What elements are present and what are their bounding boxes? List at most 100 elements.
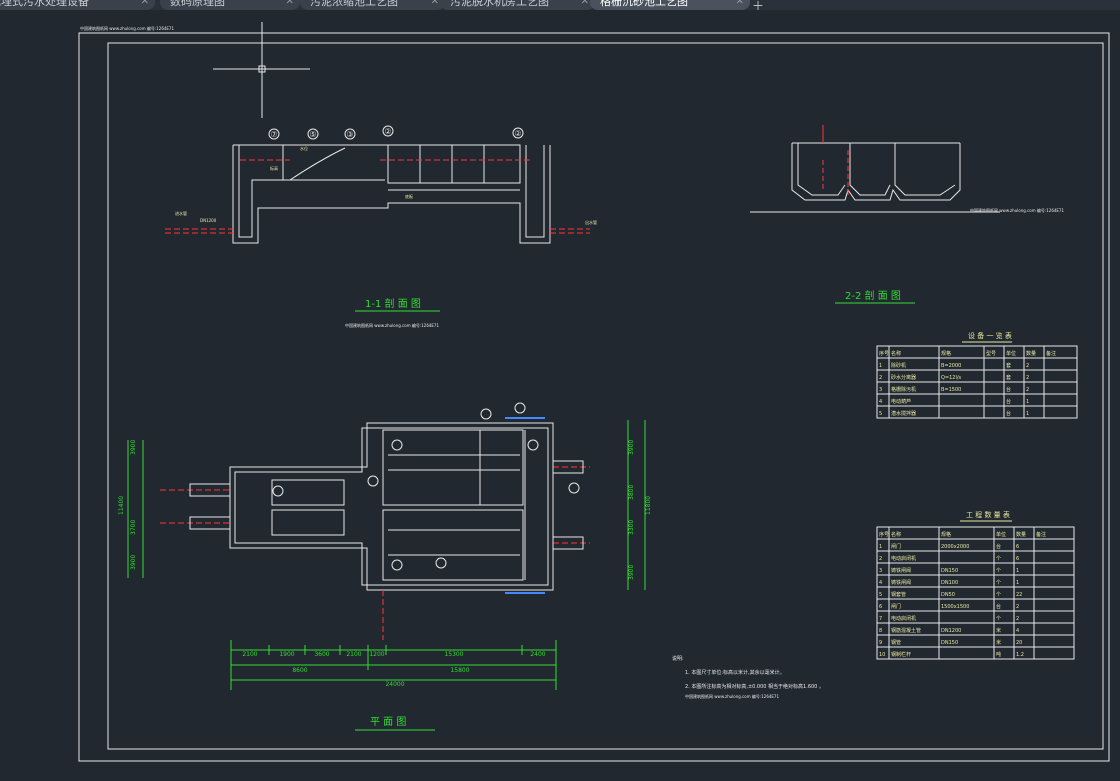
- table-cell: 2: [1026, 375, 1029, 381]
- dimension-label: 3900: [628, 440, 635, 455]
- tab-bar: 地埋式污水处理设备 ✕ 数码原理图 ✕ 污泥浓缩池工艺图 ✕ 污泥脱水机房工艺图…: [0, 0, 1120, 10]
- dimension-label: 3700: [130, 520, 137, 535]
- tab-grit-chamber[interactable]: 格栅沉砂池工艺图 ✕: [590, 0, 750, 10]
- callout-label: ⑦: [270, 130, 277, 139]
- table-cell: 钢套管: [891, 591, 906, 598]
- table-cell: DN150: [941, 568, 958, 574]
- table-cell: 22: [1016, 592, 1022, 598]
- table-cell: 米: [996, 627, 1001, 634]
- table-cell: 台: [996, 543, 1001, 550]
- new-tab-button[interactable]: ＋: [752, 0, 765, 10]
- dimension-label: 3600: [314, 651, 329, 658]
- table-cell: 3: [879, 387, 882, 393]
- dimension-label: 15300: [444, 651, 463, 658]
- watermark: 中国建筑图纸网 www.zhulong.com 编号:1264E71: [345, 322, 439, 328]
- dimension-label: 15800: [450, 667, 469, 674]
- tab-close-icon[interactable]: ✕: [430, 0, 439, 7]
- tab-close-icon[interactable]: ✕: [285, 0, 294, 7]
- plan-left-dimension-chain: [127, 440, 144, 578]
- table-cell: 铸铁闸阀: [891, 567, 911, 574]
- table-cell: 台: [1006, 386, 1011, 393]
- dimension-label: 2100: [346, 651, 361, 658]
- table-cell: 个: [996, 556, 1001, 562]
- dimension-label: 3900: [628, 565, 635, 580]
- table-header-cell: 名称: [891, 531, 901, 538]
- dimension-label: 24000: [385, 681, 404, 688]
- tab-sludge-thickener[interactable]: 污泥浓缩池工艺图 ✕: [300, 0, 445, 10]
- table-cell: 砂水分离器: [891, 374, 916, 381]
- dimension-label: 3900: [130, 440, 137, 455]
- table-cell: 1: [879, 544, 882, 550]
- table-cell: 电动启闭机: [891, 615, 916, 622]
- section-2-2: [750, 142, 1000, 213]
- table-cell: 套: [1006, 362, 1011, 369]
- table-cell: 个: [996, 580, 1001, 586]
- dimension-label: 11400: [118, 496, 125, 515]
- table-cell: 个: [996, 616, 1001, 622]
- plan-right-dimension-chain: [627, 420, 646, 590]
- equip-table-title: 设 备 一 览 表: [968, 331, 1012, 340]
- svg-text:DN1200: DN1200: [200, 218, 217, 223]
- table-cell: 除砂机: [891, 362, 906, 369]
- table-cell: 2: [879, 556, 882, 562]
- table-cell: 格栅除污机: [891, 386, 916, 393]
- table-cell: 闸门: [891, 603, 901, 610]
- table-header-cell: 型号: [986, 350, 996, 357]
- tab-sludge-dewatering[interactable]: 污泥脱水机房工艺图 ✕: [440, 0, 595, 10]
- svg-text:底板: 底板: [405, 193, 413, 199]
- plan-title: 平 面 图: [370, 716, 406, 728]
- table-cell: 8: [879, 628, 882, 634]
- tab-label: 格栅沉砂池工艺图: [600, 0, 688, 8]
- watermark: 中国建筑图纸网 www.zhulong.com 编号:1264E71: [970, 207, 1064, 213]
- drawing-canvas[interactable]: 中国建筑图纸网 www.zhulong.com 编号:1264E71 进水管DN…: [0, 10, 1120, 781]
- tab-close-icon[interactable]: ✕: [140, 0, 149, 7]
- plan-blue-pipe: [505, 417, 545, 594]
- table-cell: Q=12l/s: [941, 375, 962, 381]
- dimension-label: 3900: [130, 555, 137, 570]
- table-frame: [876, 526, 1075, 660]
- table-cell: 5: [879, 411, 882, 417]
- header-note: 中国建筑图纸网 www.zhulong.com 编号:1264E71: [80, 25, 174, 31]
- note-line: 2. 本图所注标高为相对标高,±0.000 相当于绝对标高1.600 。: [685, 683, 824, 690]
- table-cell: 钢制栏杆: [891, 651, 911, 658]
- plan-bottom-dimension-chain: [230, 640, 557, 690]
- table-cell: 6: [1016, 556, 1019, 562]
- section-1-1-pipes: [165, 159, 590, 234]
- section-1-1-callouts: [268, 125, 524, 140]
- dimension-label: 2400: [530, 651, 545, 658]
- dimension-label: 2100: [242, 651, 257, 658]
- tab-label: 地埋式污水处理设备: [0, 0, 89, 8]
- table-header-cell: 序号: [879, 350, 889, 357]
- table-cell: 钢管: [891, 639, 901, 646]
- table-header-cell: 规格: [941, 531, 951, 538]
- table-cell: 1: [1026, 399, 1029, 405]
- table-cell: 个: [996, 592, 1001, 598]
- dimension-label: 8600: [292, 667, 307, 674]
- table-cell: 4: [1016, 628, 1019, 634]
- table-cell: 7: [879, 616, 882, 622]
- table-cell: 20: [1016, 640, 1022, 646]
- table-cell: 2: [1016, 604, 1019, 610]
- tab-schematic[interactable]: 数码原理图 ✕: [160, 0, 300, 10]
- section-2-2-pipes: [822, 125, 849, 195]
- callout-label: ②: [384, 127, 391, 136]
- table-cell: 2: [1016, 616, 1019, 622]
- table-cell: DN1200: [941, 628, 961, 634]
- table-cell: 1: [1026, 411, 1029, 417]
- table-cell: 1: [1016, 580, 1019, 586]
- tab-close-icon[interactable]: ✕: [580, 0, 589, 7]
- plan-pipe-casing: [189, 460, 584, 550]
- table-cell: DN100: [941, 580, 958, 586]
- plan-view: [229, 422, 554, 591]
- dimension-label: 3300: [628, 520, 635, 535]
- dimension-label: 3800: [628, 485, 635, 500]
- tab-close-icon[interactable]: ✕: [735, 0, 744, 7]
- table-header-cell: 序号: [879, 531, 889, 538]
- table-cell: 个: [996, 568, 1001, 574]
- table-cell: 铸铁闸阀: [891, 579, 911, 586]
- section-2-2-title: 2-2 剖 面 图: [845, 289, 901, 302]
- tab-sewage-equipment[interactable]: 地埋式污水处理设备 ✕: [0, 0, 155, 10]
